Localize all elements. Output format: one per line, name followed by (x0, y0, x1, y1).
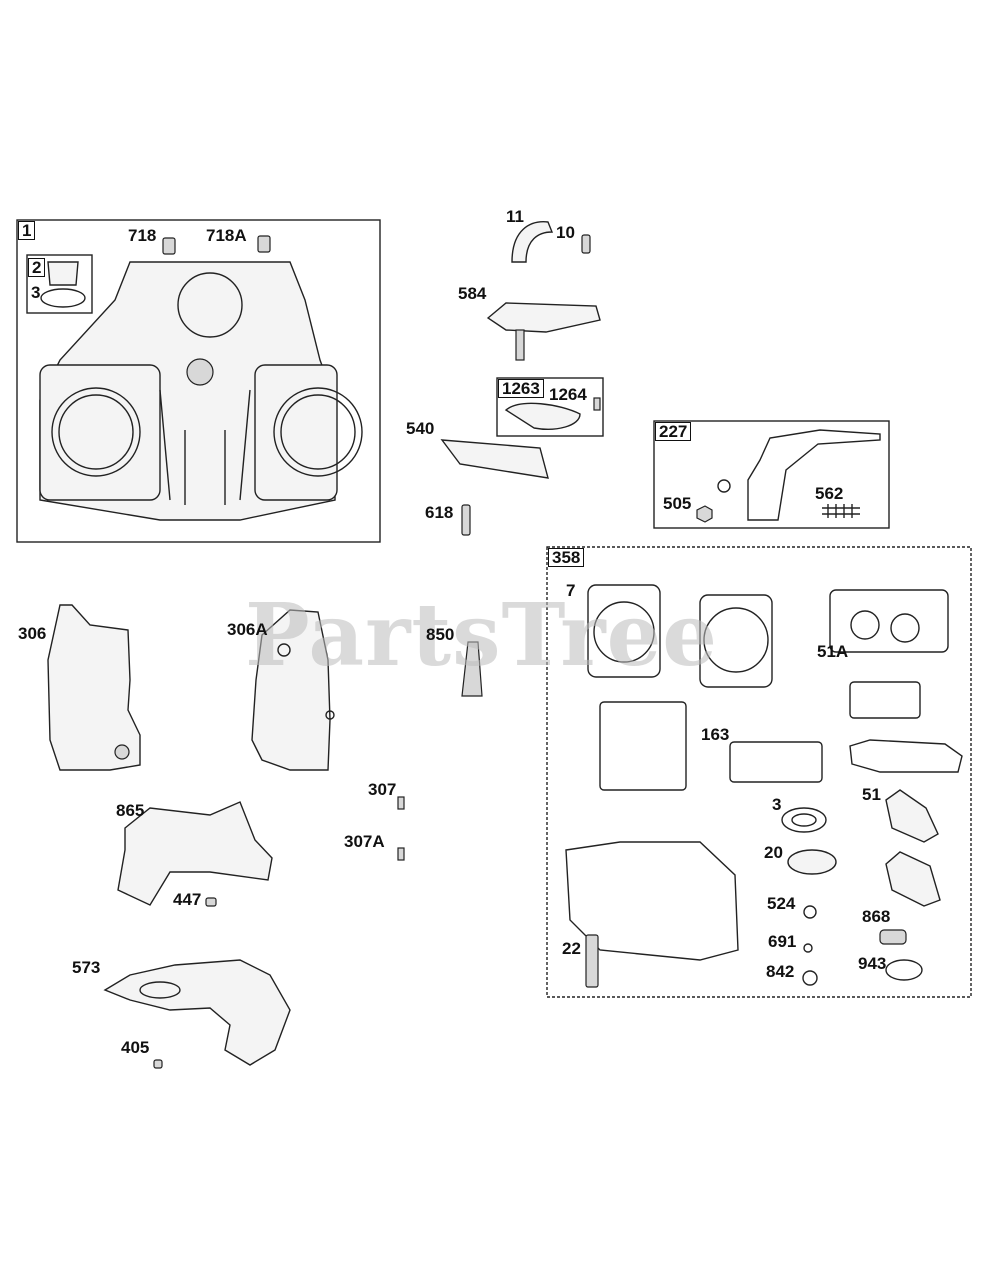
callout-540: 540 (406, 419, 435, 438)
callout-850: 850 (426, 625, 455, 644)
callout-842: 842 (766, 962, 795, 981)
group-box-358 (546, 546, 972, 998)
callout-51a: 51A (817, 642, 849, 661)
callout-163: 163 (701, 725, 730, 744)
callout-20: 20 (764, 843, 783, 862)
group-label-1: 1 (18, 221, 36, 240)
group-box-1 (16, 219, 381, 543)
group-box-227 (653, 420, 890, 529)
seal-20 (787, 849, 837, 875)
callout-51: 51 (862, 785, 881, 804)
seal-3 (40, 288, 86, 308)
screw-10 (581, 234, 591, 254)
group-label-358: 358 (548, 548, 585, 567)
callout-306: 306 (18, 624, 47, 643)
head-gaskets-7 (587, 584, 773, 688)
shroud-306a (251, 609, 331, 771)
callout-405: 405 (121, 1038, 150, 1057)
callout-868: 868 (862, 907, 891, 926)
shroud-306 (47, 604, 141, 771)
callout-306a: 306A (227, 620, 268, 639)
callout-11: 11 (506, 207, 524, 226)
group-box-2-3 (26, 254, 93, 314)
adapter-51b (885, 851, 941, 907)
plate-584 (486, 302, 601, 333)
dowel-718 (162, 237, 176, 255)
callout-524: 524 (767, 894, 796, 913)
gasket-intake (849, 681, 921, 719)
elbow-11 (511, 221, 554, 263)
ring-842 (802, 970, 818, 986)
ring-691 (803, 943, 813, 953)
screw-618 (461, 504, 471, 536)
dowel-718a (257, 235, 271, 253)
connector-868 (879, 929, 907, 945)
callout-10: 10 (556, 223, 575, 242)
callout-3-top: 3 (31, 283, 41, 302)
screw-307a (397, 847, 405, 861)
callout-505: 505 (663, 494, 692, 513)
intake-gaskets-51a (829, 589, 949, 653)
callout-307a: 307A (344, 832, 385, 851)
seal-3-kit (781, 807, 827, 833)
shroud-573 (103, 959, 291, 1066)
crankcase-gasket (565, 841, 739, 961)
callout-3-kit: 3 (772, 795, 782, 814)
gasket-163 (729, 741, 823, 783)
callout-943: 943 (858, 954, 887, 973)
screw-447 (205, 897, 217, 907)
bolt-22 (585, 934, 599, 988)
gasket-elbow (849, 739, 963, 773)
engine-block-part (39, 261, 363, 521)
baffle-865 (117, 801, 273, 906)
gasket-540 (440, 439, 549, 479)
rocker-gasket (599, 701, 687, 791)
callout-307: 307 (368, 780, 397, 799)
screw-405 (153, 1059, 163, 1069)
callout-718: 718 (128, 226, 157, 245)
bushing-2 (47, 261, 79, 286)
adapter-51 (885, 789, 939, 843)
callout-447: 447 (173, 890, 202, 909)
tube-850 (461, 641, 483, 697)
spring-562 (822, 504, 860, 518)
callout-618: 618 (425, 503, 454, 522)
group-box-1263 (496, 377, 604, 437)
callout-573: 573 (72, 958, 101, 977)
screw-307 (397, 796, 405, 810)
bracket-227 (747, 429, 881, 521)
nut-505 (696, 505, 713, 523)
callout-2: 2 (28, 258, 46, 277)
callout-865: 865 (116, 801, 145, 820)
callout-7: 7 (566, 581, 576, 600)
callout-691: 691 (768, 932, 797, 951)
callout-22: 22 (562, 939, 581, 958)
watermark: PartsTree (245, 585, 719, 686)
group-label-227: 227 (655, 422, 692, 441)
callout-718a: 718A (206, 226, 247, 245)
ring-524 (803, 905, 817, 919)
oring-943 (885, 959, 923, 981)
plate-1264 (504, 402, 581, 430)
group-label-1263: 1263 (498, 379, 544, 398)
callout-584: 584 (458, 284, 487, 303)
screw-1264 (593, 397, 601, 411)
callout-562: 562 (815, 484, 844, 503)
callout-1264: 1264 (549, 385, 587, 404)
